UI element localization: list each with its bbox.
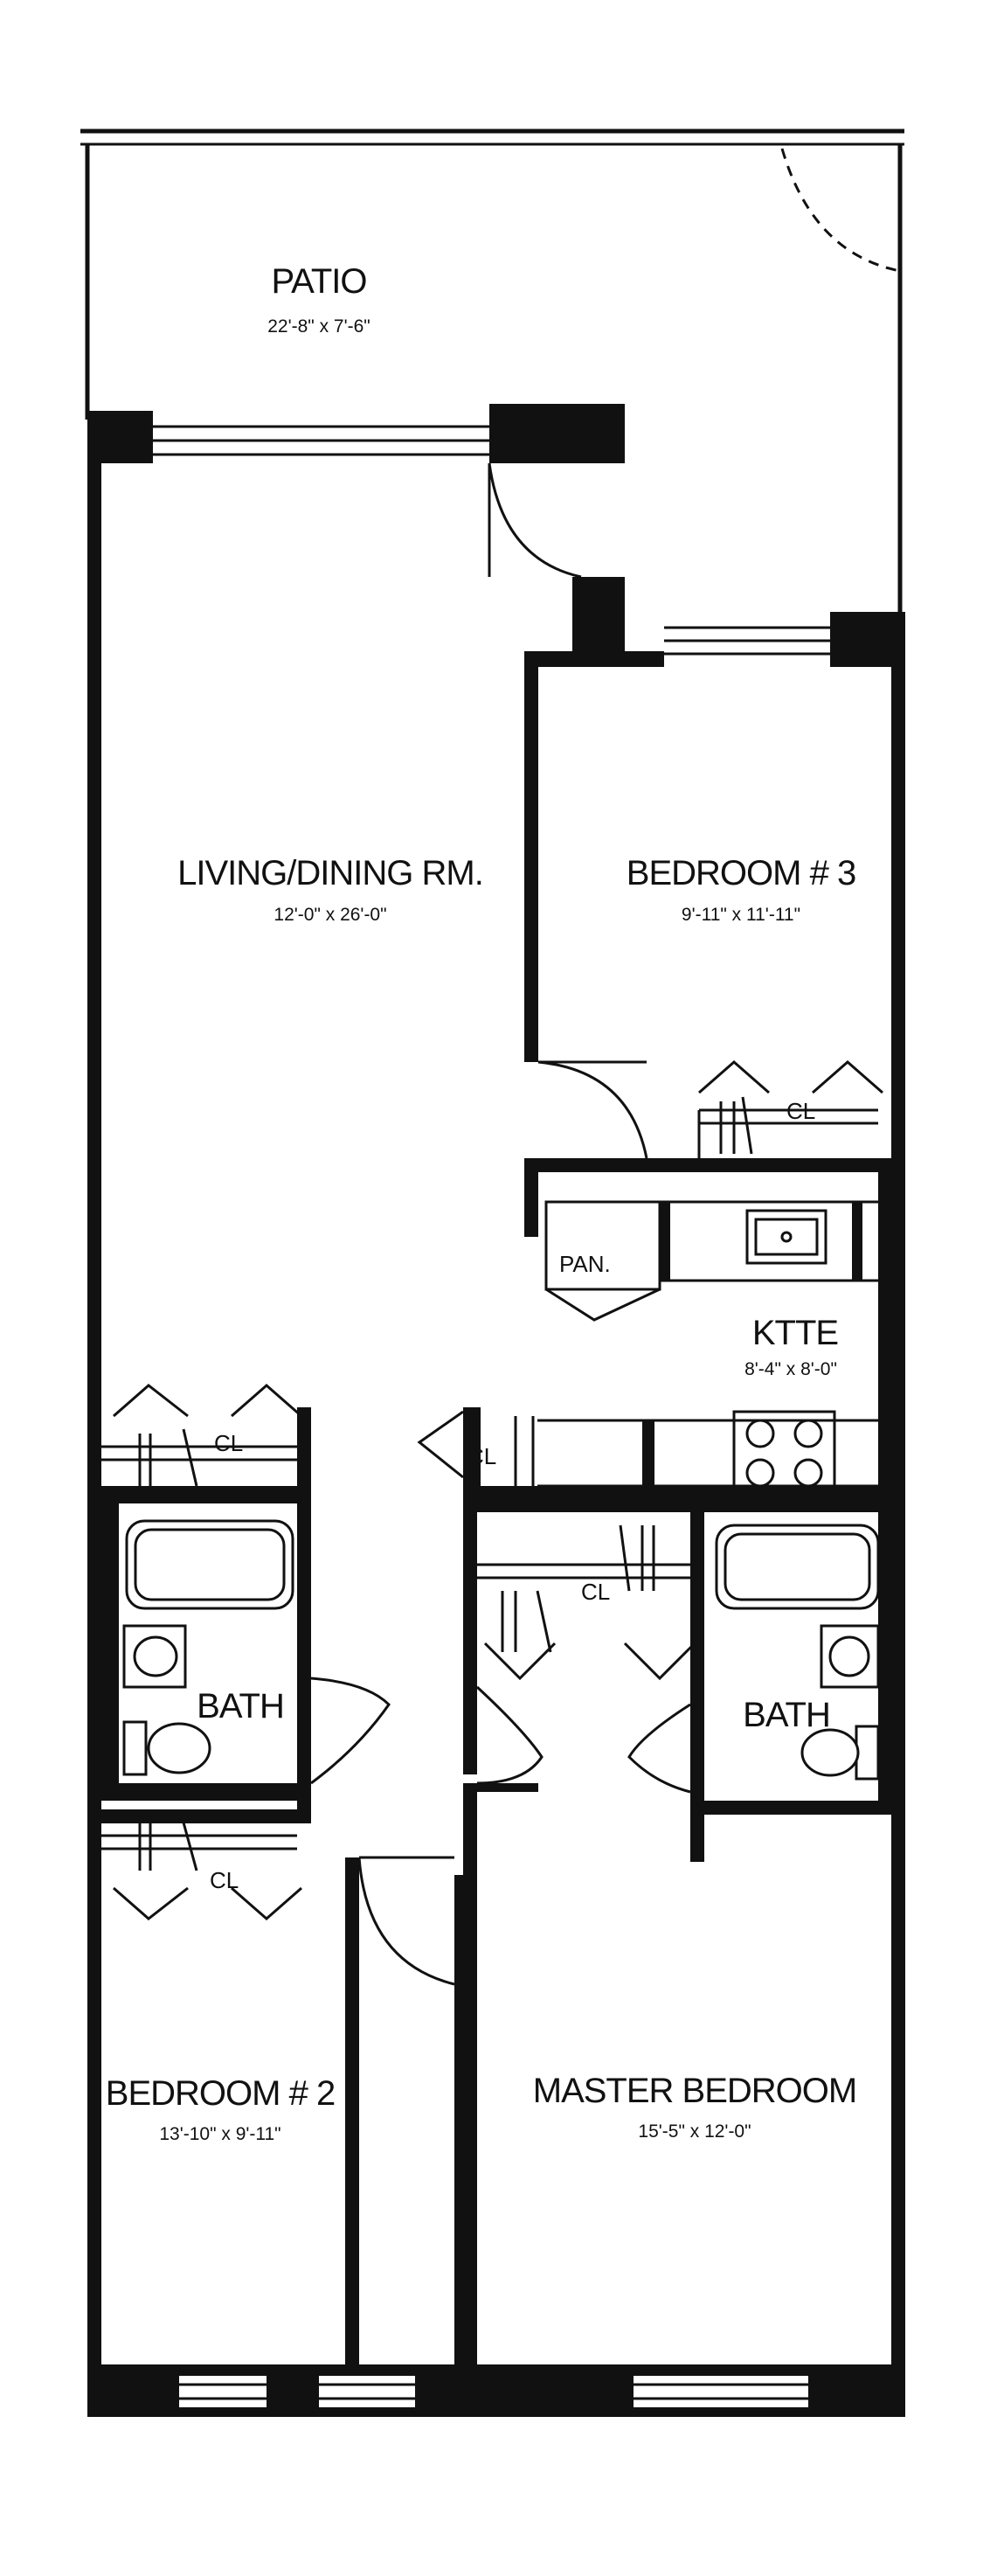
room-labels: PATIO 22'-8" x 7'-6" LIVING/DINING RM. 1…	[106, 262, 857, 2144]
master-closet-door-swing	[475, 1685, 544, 1785]
toilet-right	[800, 1728, 860, 1777]
bedroom2-door-swing	[357, 1857, 455, 1986]
pantry-label: PAN.	[559, 1251, 611, 1277]
closet-label-living: CL	[214, 1430, 243, 1456]
living-dims: 12'-0" x 26'-0"	[274, 905, 386, 925]
bath-left-label: BATH	[197, 1687, 284, 1725]
closet-label-bedroom3: CL	[786, 1098, 815, 1124]
bedroom2-window-a	[179, 2376, 267, 2407]
kitchen-dims: 8'-4" x 8'-0"	[744, 1359, 837, 1379]
master-closet: CL	[477, 1524, 696, 1681]
bedroom3-closet: CL	[697, 1060, 883, 1158]
master-dims: 15'-5" x 12'-0"	[638, 2121, 751, 2142]
bath-right-fixtures	[715, 1524, 880, 1781]
closet-label-master: CL	[581, 1579, 610, 1605]
closet-label-bedroom2: CL	[210, 1867, 239, 1893]
closet-label-hall: CL	[467, 1443, 496, 1469]
interior-walls	[101, 1158, 904, 2364]
kitchen-area: PAN.	[537, 1200, 878, 1496]
master-label: MASTER BEDROOM	[533, 2072, 856, 2110]
right-bath-door-swing	[627, 1703, 691, 1794]
kitchen-range	[732, 1410, 836, 1496]
left-bath-door-swing	[310, 1677, 391, 1785]
bedroom3-label: BEDROOM # 3	[627, 854, 855, 892]
kitchen-sink	[745, 1209, 827, 1265]
bedroom3-dims: 9'-11" x 11'-11"	[682, 905, 800, 925]
bedroom2-closet: CL	[101, 1822, 302, 1920]
exterior-walls	[87, 404, 905, 2417]
kitchen-label: KTTE	[752, 1314, 838, 1352]
patio-dims: 22'-8" x 7'-6"	[267, 316, 370, 337]
toilet-left	[147, 1722, 211, 1774]
living-label: LIVING/DINING RM.	[177, 854, 483, 892]
master-window	[634, 2376, 808, 2407]
bath-right-label: BATH	[743, 1696, 830, 1734]
bedroom2-window-b	[319, 2376, 415, 2407]
living-closet: CL	[101, 1384, 302, 1487]
bedroom3-door-swing	[537, 1060, 648, 1159]
bath-left-fixtures	[122, 1519, 294, 1776]
patio-label: PATIO	[271, 262, 366, 301]
bedroom2-dims: 13'-10" x 9'-11"	[159, 2124, 280, 2144]
living-patio-door-swing	[488, 462, 582, 579]
hall-closet: CL	[417, 1410, 535, 1486]
living-north-window	[153, 425, 489, 456]
patio-gate-swing	[780, 148, 901, 273]
bedroom3-window	[664, 626, 830, 656]
bedroom2-label: BEDROOM # 2	[106, 2074, 335, 2113]
patio-area	[80, 128, 904, 612]
doors	[310, 462, 691, 1986]
